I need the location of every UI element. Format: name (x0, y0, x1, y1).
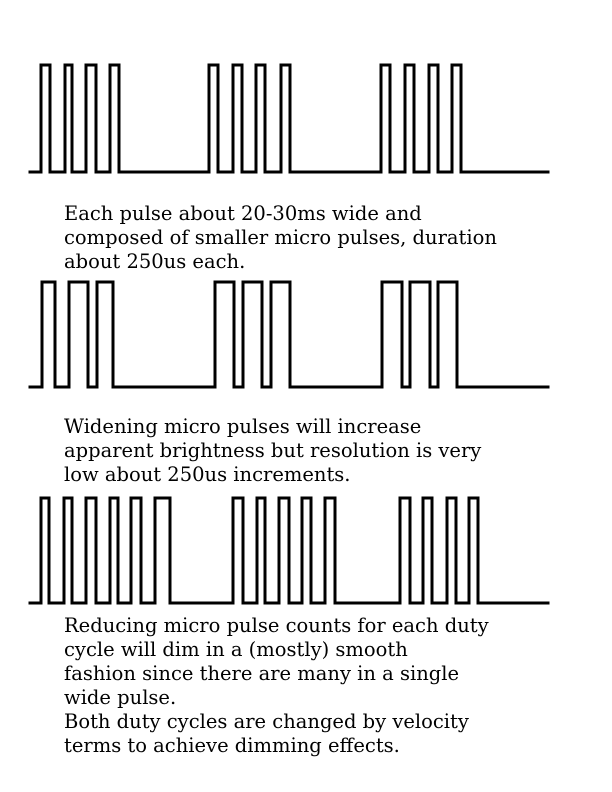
caption-line: Both duty cycles are changed by velocity (64, 710, 469, 733)
caption-line: composed of smaller micro pulses, durati… (64, 226, 497, 249)
pulse-train-2 (28, 280, 550, 389)
caption-line: fashion since there are many in a single (64, 662, 460, 685)
pulse-train-1 (28, 63, 550, 174)
waveform-reduced-pulse-count (0, 485, 612, 615)
caption-line: apparent brightness but resolution is ve… (64, 439, 482, 462)
caption-widening-pulses: Widening micro pulses will increase appa… (64, 415, 584, 487)
waveform-wide-micro-pulses (0, 270, 612, 400)
caption-line: low about 250us increments. (64, 463, 351, 486)
caption-line: cycle will dim in a (mostly) smooth (64, 638, 408, 661)
caption-line: Widening micro pulses will increase (64, 415, 422, 438)
caption-line: terms to achieve dimming effects. (64, 734, 400, 757)
caption-line: wide pulse. (64, 686, 177, 709)
waveform-narrow-micro-pulses (0, 0, 612, 200)
caption-line: Reducing micro pulse counts for each dut… (64, 614, 489, 637)
pulse-train-3 (28, 496, 550, 605)
caption-line: about 250us each. (64, 250, 246, 273)
caption-micro-pulses: Each pulse about 20-30ms wide and compos… (64, 202, 584, 274)
caption-line: Each pulse about 20-30ms wide and (64, 202, 422, 225)
caption-reducing-pulse-counts: Reducing micro pulse counts for each dut… (64, 614, 584, 758)
